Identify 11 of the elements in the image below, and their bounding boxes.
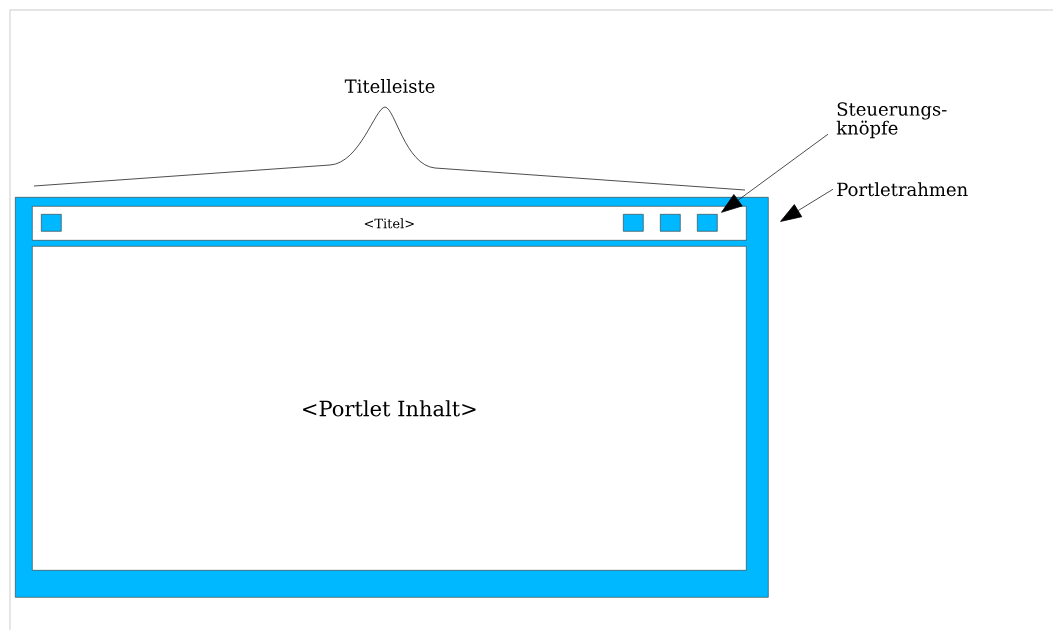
content-area: <Portlet Inhalt> (32, 246, 747, 571)
callout-text: Steuerungs- knöpfe (836, 102, 947, 139)
title-bar: <Titel> (32, 206, 747, 241)
leader-line (721, 133, 829, 213)
leader-line (780, 188, 834, 222)
control-button (697, 214, 718, 232)
control-button (660, 214, 681, 232)
bracket-label: Titelleiste (344, 79, 435, 93)
control-button (623, 214, 644, 232)
control-button (41, 214, 62, 232)
callout-text: Portletrahmen (837, 182, 968, 197)
